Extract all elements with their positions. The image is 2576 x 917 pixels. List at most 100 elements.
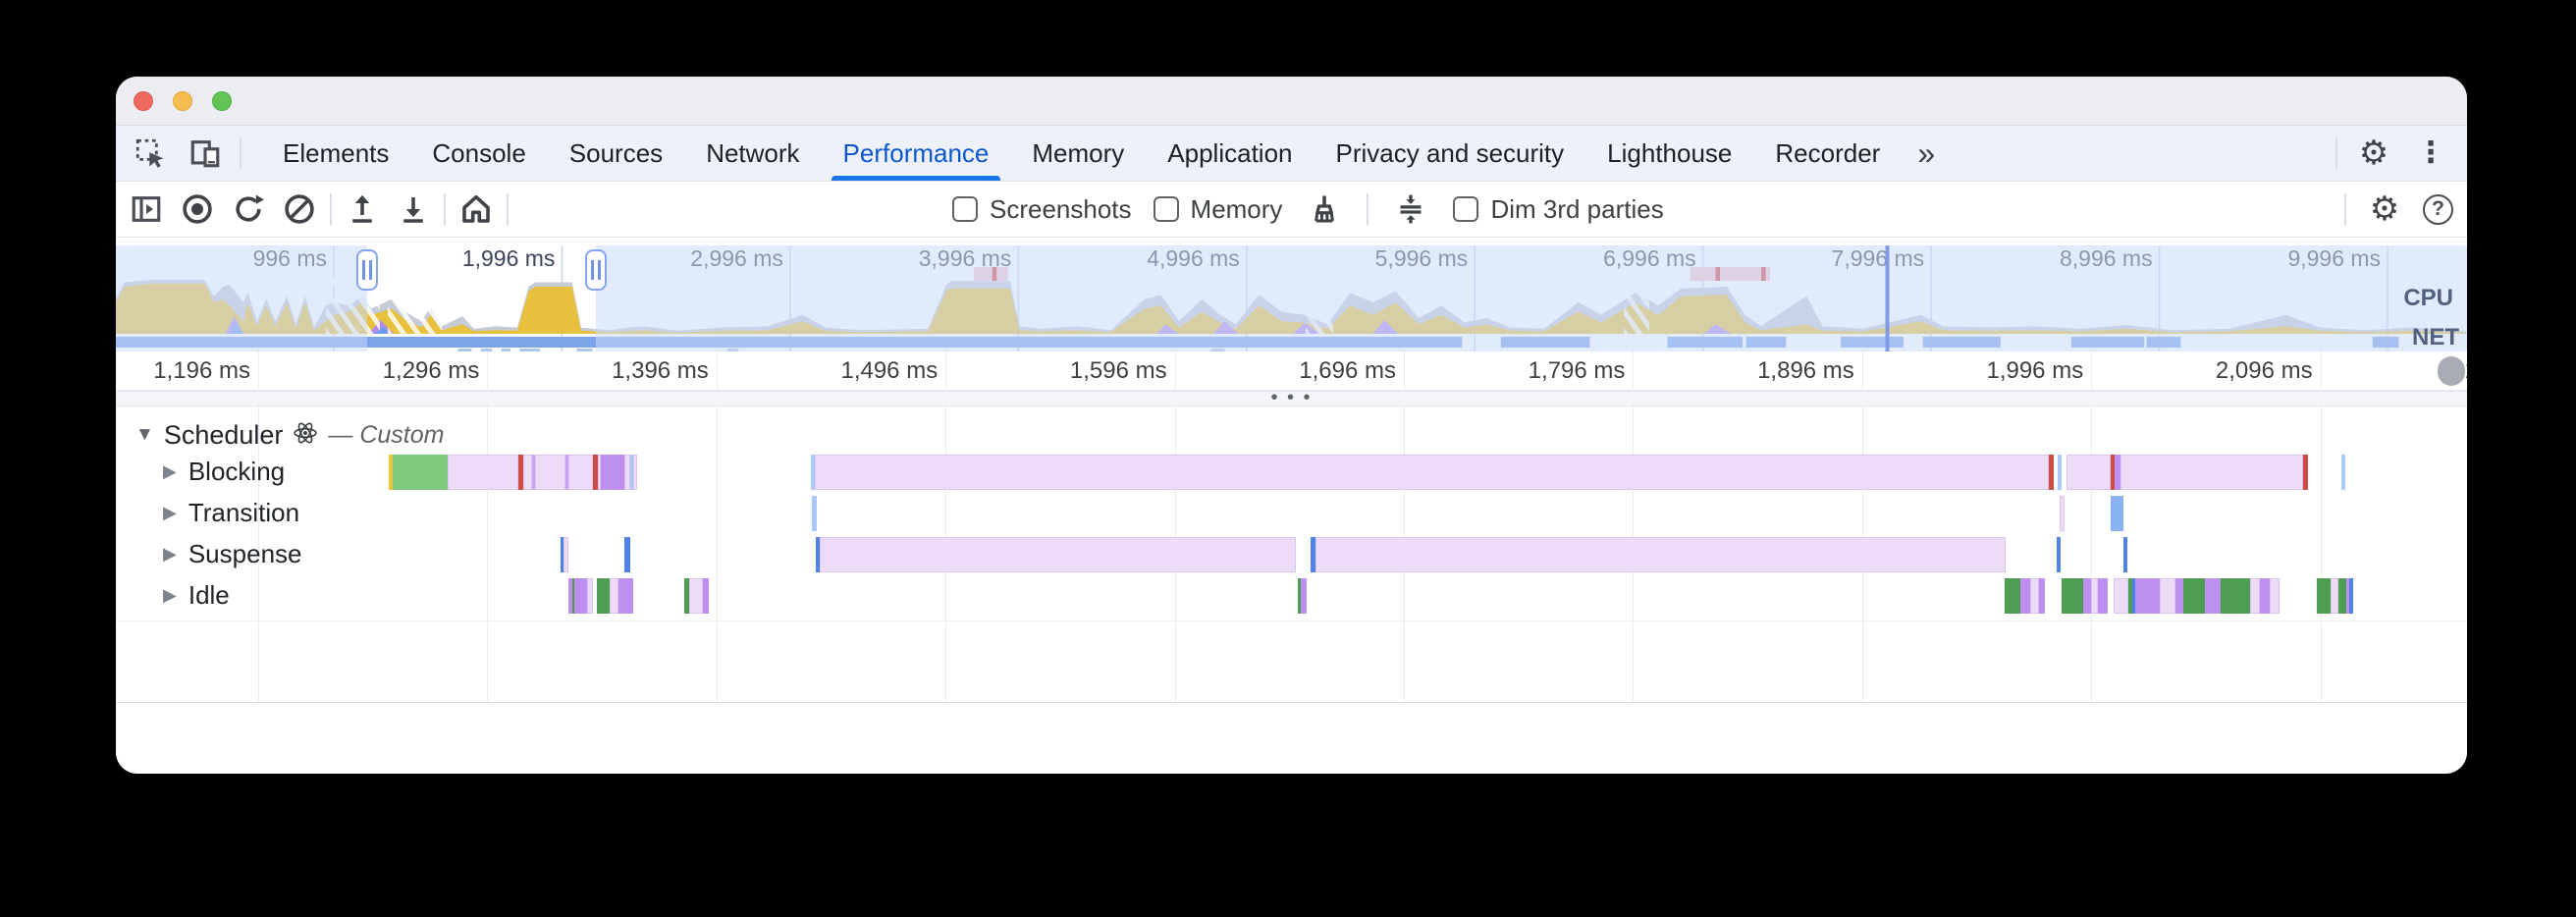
event-segment[interactable] [2020,578,2031,614]
tab-recorder[interactable]: Recorder [1753,126,1902,181]
row-label-suspense[interactable]: ▶Suspense [163,539,302,569]
record-and-reload-button[interactable] [228,189,269,230]
event-segment[interactable] [2060,496,2066,531]
collect-garbage-button[interactable] [1304,189,1345,230]
event-segment[interactable] [2160,578,2176,614]
clear-recording-button[interactable] [279,189,320,230]
memory-toggle[interactable]: Memory [1153,194,1282,225]
event-segment[interactable] [1310,537,1315,572]
more-tabs-button[interactable]: » [1917,135,1936,171]
inspect-element-button[interactable] [130,133,171,174]
event-segment[interactable] [2057,537,2062,572]
event-segment[interactable] [2175,578,2184,614]
devtools-settings-button[interactable]: ⚙ [2353,133,2394,174]
event-segment[interactable] [1315,537,2007,572]
selection-handle-left[interactable] [355,249,378,291]
tab-console[interactable]: Console [410,126,547,181]
tab-application[interactable]: Application [1146,126,1314,181]
event-segment[interactable] [811,455,815,490]
event-segment[interactable] [2058,455,2063,490]
event-segment[interactable] [2114,578,2129,614]
event-segment[interactable] [586,578,593,614]
event-segment[interactable] [2123,537,2128,572]
event-segment[interactable] [2338,578,2347,614]
dim-3rd-parties-toggle[interactable]: Dim 3rd parties [1453,194,1664,225]
close-button[interactable] [134,91,153,111]
flame-chart[interactable]: ▼ Scheduler — Custom ▶Blocking▶Transitio… [116,406,2467,703]
load-profile-button[interactable] [342,189,383,230]
screenshots-toggle[interactable]: Screenshots [952,194,1132,225]
row-caret-icon[interactable]: ▶ [163,503,177,522]
event-segment[interactable] [2341,455,2346,490]
event-segment[interactable] [2091,578,2099,614]
event-segment[interactable] [523,455,533,490]
tab-performance[interactable]: Performance [822,126,1011,181]
event-segment[interactable] [624,455,630,490]
event-segment[interactable] [815,537,820,572]
devtools-menu-button[interactable]: ⋮ [2410,133,2451,174]
tab-network[interactable]: Network [684,126,821,181]
event-segment[interactable] [814,455,2050,490]
event-segment[interactable] [597,578,611,614]
event-segment[interactable] [565,455,569,490]
event-segment[interactable] [2111,496,2124,531]
event-segment[interactable] [392,455,448,490]
selection-handle-right[interactable] [584,249,607,291]
event-segment[interactable] [561,537,564,572]
event-segment[interactable] [2120,455,2304,490]
dim-3rd-parties-checkbox[interactable] [1453,196,1479,222]
event-segment[interactable] [532,455,536,490]
event-segment[interactable] [2270,578,2281,614]
event-segment[interactable] [2135,578,2161,614]
tab-elements[interactable]: Elements [261,126,410,181]
maximize-button[interactable] [212,91,232,111]
screenshots-checkbox[interactable] [952,196,978,222]
event-segment[interactable] [572,578,575,614]
event-segment[interactable] [2205,578,2222,614]
tab-lighthouse[interactable]: Lighthouse [1585,126,1753,181]
event-segment[interactable] [2030,578,2040,614]
event-segment[interactable] [2005,578,2021,614]
event-segment[interactable] [598,455,602,490]
expand-caret-icon[interactable]: ▼ [135,424,154,445]
toggle-device-toolbar-button[interactable] [185,133,226,174]
tab-memory[interactable]: Memory [1010,126,1146,181]
event-segment[interactable] [688,578,703,614]
tab-privacy-and-security[interactable]: Privacy and security [1315,126,1586,181]
event-segment[interactable] [564,537,569,572]
event-segment[interactable] [518,455,523,490]
event-segment[interactable] [2098,578,2109,614]
event-segment[interactable] [388,455,393,490]
event-segment[interactable] [2062,578,2084,614]
event-segment[interactable] [447,455,519,490]
event-segment[interactable] [601,455,625,490]
event-segment[interactable] [2183,578,2206,614]
event-segment[interactable] [574,578,587,614]
help-button[interactable]: ? [2423,193,2453,225]
event-segment[interactable] [2128,578,2133,614]
row-label-idle[interactable]: ▶Idle [163,580,230,611]
event-segment[interactable] [683,578,689,614]
scrollbar-thumb[interactable] [2438,356,2465,386]
event-segment[interactable] [2349,578,2354,614]
event-segment[interactable] [633,455,638,490]
toggle-sidebar-button[interactable] [126,189,167,230]
collapse-tracks-button[interactable] [1390,189,1431,230]
event-segment[interactable] [630,455,633,490]
event-segment[interactable] [2260,578,2271,614]
event-segment[interactable] [2221,578,2251,614]
event-segment[interactable] [819,537,1296,572]
event-segment[interactable] [2115,455,2121,490]
event-segment[interactable] [811,496,817,531]
event-segment[interactable] [593,455,599,490]
track-header-scheduler[interactable]: ▼ Scheduler — Custom [135,418,445,452]
event-segment[interactable] [2066,455,2112,490]
event-segment[interactable] [624,537,630,572]
live-metrics-button[interactable] [456,189,497,230]
minimize-button[interactable] [173,91,192,111]
event-segment[interactable] [2317,578,2332,614]
event-segment[interactable] [2250,578,2261,614]
tab-sources[interactable]: Sources [548,126,684,181]
event-segment[interactable] [610,578,618,614]
memory-checkbox[interactable] [1153,196,1179,222]
